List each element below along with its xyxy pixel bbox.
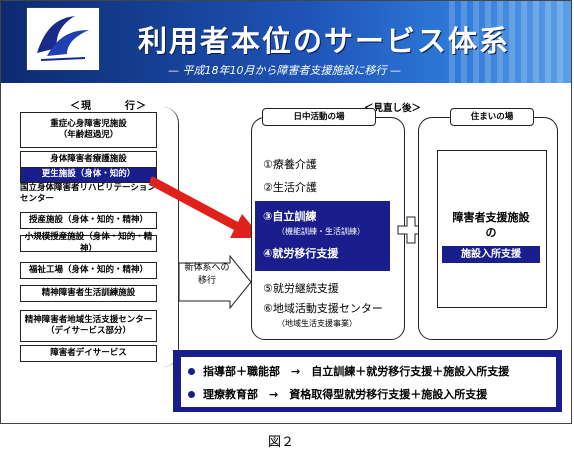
service-3-sub: （機能訓練・生活訓練） <box>277 227 365 236</box>
page-title: 利用者本位のサービス体系 <box>138 24 511 58</box>
transition-arrow-shape <box>178 255 252 309</box>
service-2: ②生活介護 <box>263 181 317 194</box>
figure-caption: 図２ <box>268 435 295 450</box>
banner-stripes <box>449 1 569 83</box>
service-6: ⑥地域活動支援センター <box>263 302 383 315</box>
plus-icon <box>397 216 425 244</box>
service-4: ④就労移行支援 <box>263 247 339 260</box>
current-system-label: ＜現 行＞ <box>70 101 147 112</box>
service-3: ③自立訓練 <box>263 210 317 223</box>
organization-logo <box>26 7 100 71</box>
service-6-sub: （地域生活支援事業） <box>277 319 357 328</box>
bottom-summary-inner <box>180 356 557 408</box>
facility-item: 小規模授産施設（身体・知的・精神） <box>20 232 157 254</box>
residence-header: 住まいの場 <box>450 108 534 126</box>
residence-badge: 施設入所支援 <box>442 246 540 263</box>
facility-item: 福祉工場（身体・知的・精神） <box>20 262 157 279</box>
facility-item-highlighted: 更生施設（身体・知的） <box>20 167 157 183</box>
revised-label: ＜見直し後＞ <box>364 103 422 114</box>
residence-inner-box <box>437 150 547 308</box>
highlighted-services-panel <box>255 201 390 271</box>
rehab-center-note: 国立身体障害者リハビリテーション センター <box>20 183 156 205</box>
summary-line-1-text: 指導部＋職能部 → 自立訓練＋就労移行支援＋施設入所支援 <box>203 365 510 378</box>
summary-line-2-text: 理療教育部 → 資格取得型就労移行支援＋施設入所支援 <box>203 388 488 401</box>
facility-item: 障害者デイサービス <box>20 345 157 362</box>
facility-bracket <box>160 107 179 367</box>
facility-item: 精神障害者生活訓練施設 <box>20 285 157 302</box>
residence-text: 障害者支援施設 の <box>452 211 530 240</box>
day-activity-header: 日中活動の場 <box>262 108 376 126</box>
service-5: ⑤就労継続支援 <box>263 282 339 295</box>
summary-line-1: 指導部＋職能部 → 自立訓練＋就労移行支援＋施設入所支援 <box>188 363 509 379</box>
facility-item: 授産施設（身体・知的・精神） <box>20 212 157 229</box>
red-arrow-icon <box>150 176 262 238</box>
service-1: ①療養介護 <box>263 158 317 171</box>
facility-item: 身体障害者療護施設 <box>20 151 157 168</box>
bullet-icon <box>188 390 195 398</box>
facility-item: 重症心身障害児施設 （年齢超過児） <box>20 112 157 148</box>
summary-line-2: 理療教育部 → 資格取得型就労移行支援＋施設入所支援 <box>188 386 487 402</box>
bullet-icon <box>188 367 195 375</box>
transition-label: 新体系への 移行 <box>184 263 230 286</box>
facility-item: 精神障害者地域生活支援センター （デイサービス部分） <box>20 310 157 342</box>
page-subtitle: — 平成18年10月から障害者支援施設に移行 — <box>168 64 401 77</box>
